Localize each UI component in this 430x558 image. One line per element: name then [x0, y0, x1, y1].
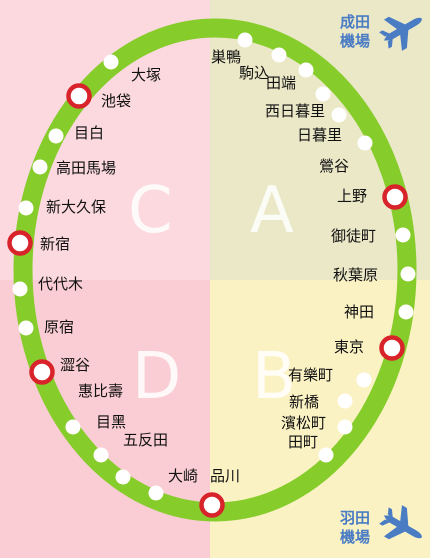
station-marker	[400, 266, 416, 282]
zone-letter-b: B	[252, 340, 296, 414]
station-label: 五反田	[123, 431, 168, 449]
station-label: 田端	[266, 74, 296, 92]
station-label: 目黑	[96, 413, 126, 431]
station-marker	[271, 47, 287, 63]
station-label: 惠比壽	[78, 382, 123, 400]
major-station-marker	[382, 184, 408, 210]
station-label: 西日暮里	[265, 102, 325, 120]
station-marker	[115, 469, 131, 485]
station-marker	[93, 447, 109, 463]
station-marker	[48, 128, 64, 144]
station-marker	[331, 107, 347, 123]
station-label: 神田	[344, 303, 374, 321]
airport-narita-line2: 機場	[340, 32, 370, 50]
station-marker	[32, 159, 48, 175]
airplane-icon	[379, 505, 422, 540]
major-station-marker	[7, 230, 33, 256]
station-label: 御徒町	[331, 227, 376, 245]
station-label: 日暮里	[297, 126, 342, 144]
airport-haneda-line2: 機場	[340, 528, 370, 546]
station-label: 原宿	[44, 318, 74, 336]
station-marker	[237, 32, 253, 48]
airport-narita: 成田 機場	[340, 13, 422, 51]
station-label: 有樂町	[288, 366, 333, 384]
station-label: 鶯谷	[319, 157, 349, 175]
zone-letter-d: D	[132, 340, 181, 414]
station-label: 新宿	[40, 235, 70, 253]
station-marker	[337, 393, 353, 409]
station-label: 品川	[210, 467, 240, 485]
station-marker	[356, 372, 372, 388]
station-marker	[18, 200, 34, 216]
airport-haneda: 羽田 機場	[340, 505, 422, 546]
station-label: 新橋	[289, 393, 319, 411]
station-label: 目白	[74, 124, 104, 142]
station-marker	[18, 320, 34, 336]
airplane-icon	[379, 16, 422, 51]
major-station-marker	[66, 83, 92, 109]
zone-letter-a: A	[250, 174, 294, 248]
station-label: 駒込	[239, 64, 269, 82]
zone-c-background	[0, 0, 210, 280]
station-marker	[298, 62, 314, 78]
station-marker	[315, 86, 331, 102]
station-marker	[65, 419, 81, 435]
station-label: 池袋	[101, 92, 131, 110]
station-marker	[148, 485, 164, 501]
station-label: 澀谷	[60, 356, 90, 374]
zone-letter-c: C	[128, 174, 173, 248]
station-label: 上野	[337, 187, 367, 205]
major-station-marker	[199, 492, 225, 518]
station-marker	[395, 227, 411, 243]
station-label: 大塚	[131, 66, 161, 84]
station-label: 代代木	[38, 275, 83, 293]
station-marker	[318, 447, 334, 463]
station-label: 東京	[334, 338, 364, 356]
station-marker	[398, 304, 414, 320]
major-station-marker	[29, 359, 55, 385]
station-label: 新大久保	[46, 198, 106, 216]
major-station-marker	[379, 335, 405, 361]
station-marker	[337, 419, 353, 435]
stations-layer: 巣鴨駒込田端西日暮里日暮里鶯谷上野御徒町秋葉原神田東京有樂町新橋濱松町田町品川大…	[7, 32, 416, 518]
station-marker	[12, 281, 28, 297]
station-marker	[103, 54, 119, 70]
station-label: 田町	[288, 433, 318, 451]
station-label: 大崎	[168, 467, 198, 485]
station-label: 巣鴨	[211, 48, 241, 66]
station-label: 秋葉原	[333, 266, 378, 284]
station-label: 高田馬場	[56, 159, 116, 177]
airport-haneda-line1: 羽田	[340, 509, 370, 527]
station-label: 濱松町	[281, 414, 326, 432]
station-marker	[357, 135, 373, 151]
airport-narita-line1: 成田	[340, 13, 370, 31]
